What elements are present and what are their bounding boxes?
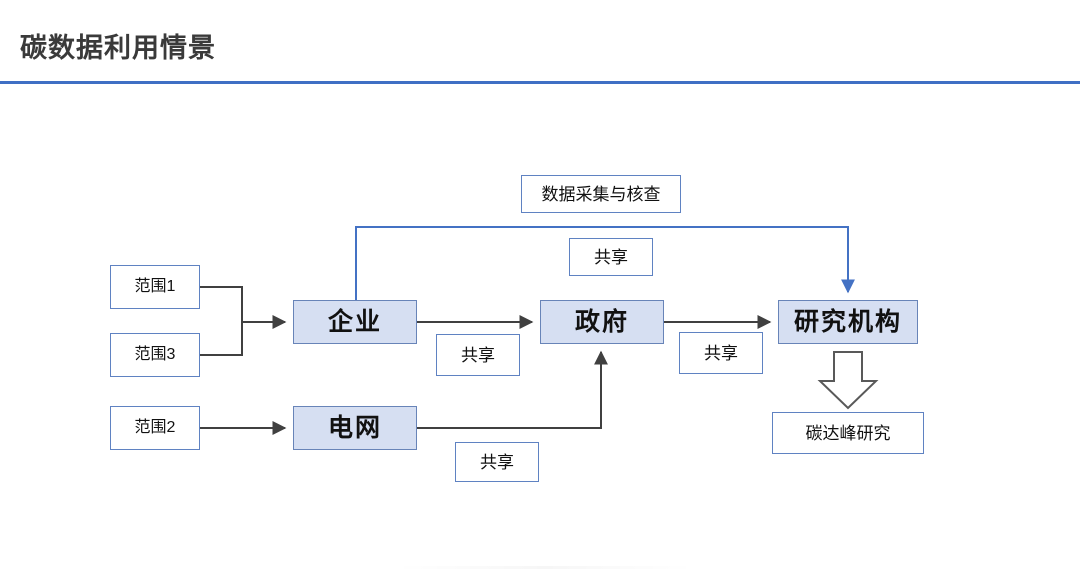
node-research-institution-label: 研究机构: [793, 307, 902, 336]
label-data-collection-verification-text: 数据采集与核查: [541, 184, 661, 204]
node-carbon-peak-research[interactable]: 碳达峰研究: [772, 412, 924, 454]
node-power-grid-label: 电网: [327, 413, 382, 442]
node-carbon-peak-research-label: 碳达峰研究: [805, 423, 891, 443]
page-bottom-shadow: [395, 566, 695, 569]
node-government[interactable]: 政府: [540, 300, 664, 344]
label-data-collection-verification[interactable]: 数据采集与核查: [521, 175, 681, 213]
node-scope2-label: 范围2: [134, 419, 176, 436]
label-share-enterprise-text: 共享: [461, 345, 495, 365]
label-share-grid[interactable]: 共享: [455, 442, 539, 482]
label-share-government[interactable]: 共享: [679, 332, 763, 374]
node-research-institution[interactable]: 研究机构: [778, 300, 918, 344]
node-scope1-label: 范围1: [134, 278, 176, 295]
node-scope1[interactable]: 范围1: [110, 265, 200, 309]
edge-scope3-to-enterprise: [200, 322, 243, 356]
label-share-grid-text: 共享: [480, 452, 514, 472]
node-power-grid[interactable]: 电网: [293, 406, 417, 450]
node-scope2[interactable]: 范围2: [110, 406, 200, 450]
edge-scope1-to-enterprise: [200, 286, 287, 329]
label-share-enterprise[interactable]: 共享: [436, 334, 520, 376]
label-share-government-text: 共享: [704, 343, 738, 363]
node-scope3-label: 范围3: [134, 346, 176, 363]
edge-research-to-peak: [817, 351, 879, 410]
title-divider: [0, 81, 1080, 84]
label-share-top-text: 共享: [594, 247, 628, 267]
label-share-top[interactable]: 共享: [569, 238, 653, 276]
node-scope3[interactable]: 范围3: [110, 333, 200, 377]
node-government-label: 政府: [574, 307, 629, 336]
page-title: 碳数据利用情景: [20, 33, 216, 63]
node-enterprise[interactable]: 企业: [293, 300, 417, 344]
node-enterprise-label: 企业: [327, 307, 382, 336]
